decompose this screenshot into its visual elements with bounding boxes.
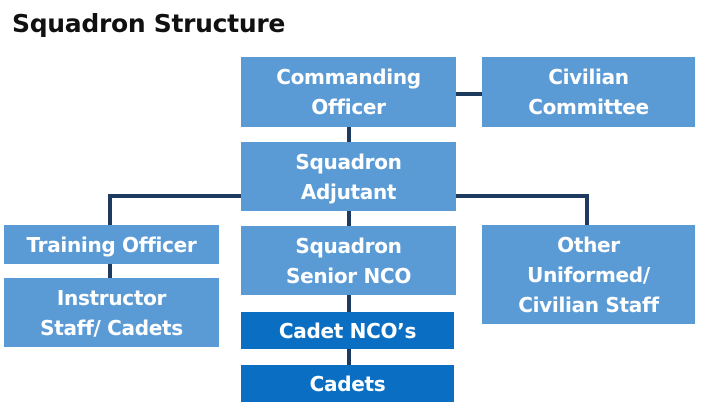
node-label: Training Officer bbox=[26, 232, 197, 257]
node-squadron-adjutant: Squadron Adjutant bbox=[241, 142, 456, 211]
node-label: Cadets bbox=[309, 371, 386, 396]
node-training-officer: Training Officer bbox=[4, 225, 219, 264]
node-civilian-committee: Civilian Committee bbox=[482, 57, 695, 127]
node-cadets: Cadets bbox=[241, 365, 454, 402]
node-label: Squadron bbox=[295, 233, 402, 258]
node-label: Uniformed/ bbox=[527, 262, 650, 287]
node-label: Committee bbox=[528, 95, 649, 119]
node-label: Squadron bbox=[295, 149, 402, 174]
node-cadet-ncos: Cadet NCO’s bbox=[241, 312, 454, 349]
node-squadron-senior-nco: Squadron Senior NCO bbox=[241, 226, 456, 295]
node-label: Civilian Staff bbox=[518, 292, 659, 317]
node-label: Commanding bbox=[276, 65, 421, 89]
node-label: Adjutant bbox=[300, 179, 397, 204]
node-label: Staff/ Cadets bbox=[40, 315, 183, 340]
node-other-uniformed-civilian-staff: Other Uniformed/ Civilian Staff bbox=[482, 225, 695, 324]
node-label: Cadet NCO’s bbox=[278, 318, 417, 343]
node-label: Officer bbox=[311, 95, 386, 119]
node-instructor-staff-cadets: Instructor Staff/ Cadets bbox=[4, 278, 219, 347]
node-label: Senior NCO bbox=[285, 263, 412, 288]
node-commanding-officer: Commanding Officer bbox=[241, 57, 456, 127]
node-label: Civilian bbox=[548, 65, 629, 89]
node-label: Instructor bbox=[56, 285, 167, 310]
diagram-title: Squadron Structure bbox=[12, 9, 286, 38]
node-label: Other bbox=[557, 232, 620, 257]
